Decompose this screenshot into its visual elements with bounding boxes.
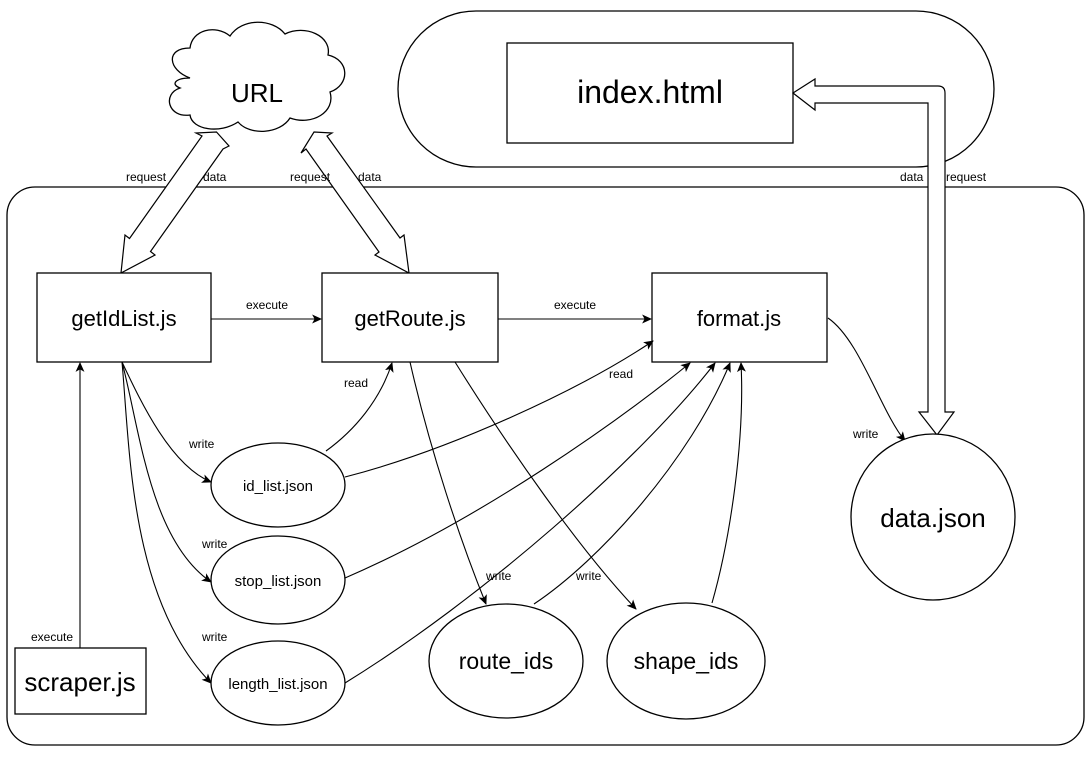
stoplist-label: stop_list.json [235, 573, 322, 590]
edge-getroute-routeids [409, 361, 487, 605]
label-write-lengthlist: write [201, 630, 228, 644]
label-request-url-getidlist: request [126, 170, 167, 184]
label-data-url-getidlist: data [203, 170, 227, 184]
label-data-url-getroute: data [358, 170, 382, 184]
label-write-routeids: write [485, 569, 512, 583]
scraper-label: scraper.js [24, 667, 135, 697]
url-cloud: URL [168, 21, 346, 133]
routeids-node [428, 603, 584, 719]
getidlist-box [36, 272, 212, 363]
edge-format-datajson [827, 317, 906, 442]
lengthlist-node [210, 640, 346, 726]
shapeids-label: shape_ids [634, 648, 739, 674]
label-write-shapeids: write [575, 569, 602, 583]
edge-getidlist-idlist [121, 361, 212, 483]
edge-idlist-format [344, 340, 654, 478]
edge-routeids-format [533, 362, 731, 605]
label-execute-getidlist-getroute: execute [246, 298, 288, 312]
edge-getroute-shapeids [454, 361, 637, 610]
label-write-idlist: write [188, 437, 215, 451]
scraper-box [14, 647, 147, 715]
format-label: format.js [697, 306, 781, 331]
label-read-idlist-format: read [609, 367, 633, 381]
label-write-stoplist: write [201, 537, 228, 551]
label-read-idlist-getroute: read [344, 376, 368, 390]
idlist-label: id_list.json [243, 478, 313, 495]
label-data-index-datajson: data [900, 170, 924, 184]
label-request-url-getroute: request [290, 170, 331, 184]
lengthlist-label: length_list.json [228, 676, 327, 693]
label-execute-scraper-getidlist: execute [31, 630, 73, 644]
stoplist-node [210, 535, 346, 625]
shapeids-node [606, 602, 766, 720]
datajson-node [850, 433, 1016, 601]
datajson-label: data.json [880, 503, 986, 533]
label-execute-getroute-format: execute [554, 298, 596, 312]
label-request-index-datajson: request [946, 170, 987, 184]
edge-lengthlist-format [344, 362, 716, 684]
routeids-label: route_ids [459, 648, 554, 674]
index-html-box [506, 42, 794, 144]
edge-getidlist-lengthlist [121, 361, 212, 684]
label-write-datajson: write [852, 427, 879, 441]
edge-idlist-getroute [325, 362, 394, 452]
edge-shapeids-format [711, 362, 746, 604]
idlist-node [210, 442, 346, 528]
index-html-label: index.html [577, 74, 723, 110]
getidlist-label: getIdList.js [71, 306, 176, 331]
format-box [651, 272, 828, 363]
edge-getidlist-stoplist [121, 361, 212, 583]
getroute-label: getRoute.js [354, 306, 465, 331]
index-data-double-arrow [791, 77, 956, 436]
edge-stoplist-format [344, 362, 691, 579]
url-label: URL [231, 78, 283, 108]
